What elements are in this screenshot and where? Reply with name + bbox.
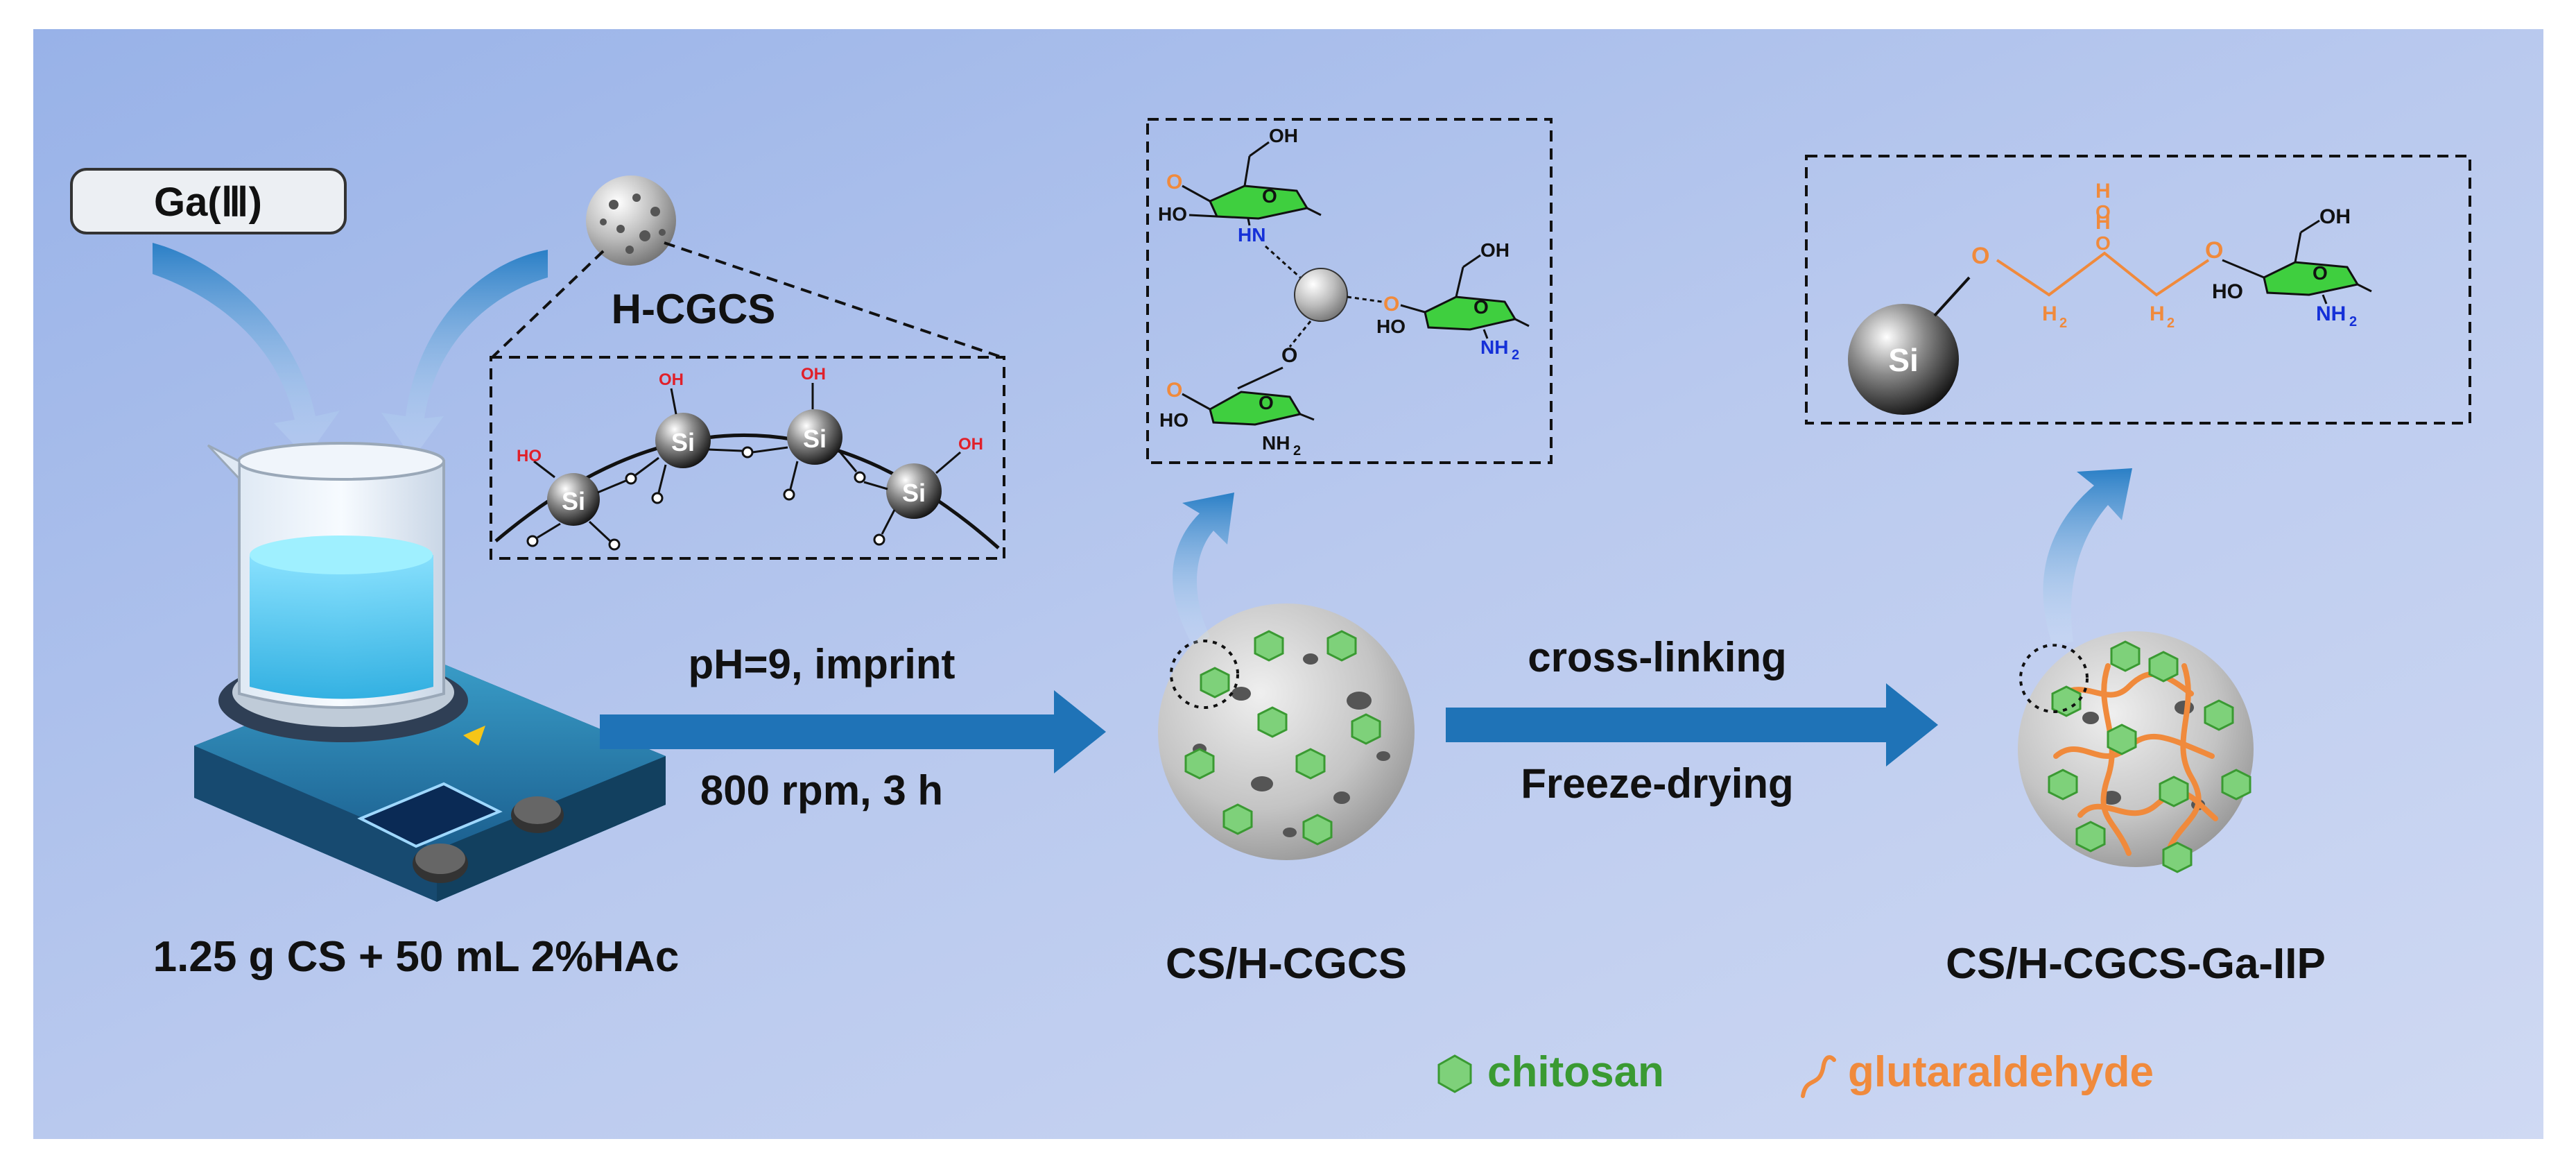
h-atom: H — [2095, 180, 2111, 203]
oh-group: OH — [801, 365, 826, 384]
oh-group: OH — [659, 370, 684, 389]
ring-oxygen: O — [1473, 296, 1489, 318]
ch2-group: H — [2150, 302, 2165, 325]
ga-label-box: Ga(Ⅲ) — [70, 168, 347, 234]
h-atom: H — [2095, 211, 2111, 234]
beaker-caption: 1.25 g CS + 50 mL 2%HAc — [153, 933, 680, 981]
step1-condition-2: 800 rpm, 3 h — [700, 767, 943, 814]
si-atom: Si — [902, 479, 926, 507]
ring-oxygen: O — [1259, 392, 1274, 413]
hydroxyl-oxygen: O — [2095, 201, 2111, 223]
subscript-2: 2 — [2349, 314, 2357, 329]
si-atom: Si — [562, 487, 585, 515]
step1-condition-1: pH=9, imprint — [688, 641, 955, 687]
cs-h-cgcs-sphere — [1158, 603, 1415, 860]
legend: chitosan glutaraldehyde — [1437, 1048, 2154, 1098]
nh2-group: NH — [1480, 336, 1508, 358]
ho-group: HO — [517, 447, 542, 465]
background-panel — [33, 29, 2543, 1139]
step2-arrow — [1446, 683, 1938, 767]
legend-chitosan: chitosan — [1487, 1048, 1664, 1096]
ga-label: Ga(Ⅲ) — [154, 180, 262, 225]
subscript-2: 2 — [1293, 443, 1301, 459]
h-cgcs-label: H-CGCS — [612, 286, 776, 332]
ether-oxygen: O — [1166, 171, 1182, 194]
legend-glutaraldehyde: glutaraldehyde — [1848, 1048, 2154, 1096]
ho-group: HO — [1376, 316, 1406, 337]
ether-oxygen: O — [1971, 243, 1989, 269]
product1-label: CS/H-CGCS — [1166, 940, 1407, 988]
hn-group: HN — [1238, 224, 1265, 246]
chitosan-binding-box: O OH O HO HN O O OH HO NH 2 O O O — [1146, 118, 1553, 464]
ether-oxygen: O — [1383, 293, 1399, 316]
hydroxyl-oxygen: O — [2095, 232, 2111, 254]
reagent-arrow — [153, 243, 340, 458]
product2-label: CS/H-CGCS-Ga-IIP — [1946, 940, 2326, 988]
subscript-2: 2 — [2059, 316, 2067, 331]
support-arrow — [381, 250, 548, 459]
chitosan-hexagon-icon — [1437, 1054, 1472, 1093]
ho-group: HO — [1158, 203, 1187, 225]
step1-arrow — [600, 690, 1106, 773]
nh2-group: NH — [2316, 302, 2346, 325]
oh-group: OH — [958, 435, 983, 454]
oh-group: OH — [2319, 205, 2351, 228]
ether-oxygen: O — [1166, 379, 1182, 402]
crosslink-box: Si O H 2 H 2 H O O H O O OH HO NH 2 — [1805, 155, 2471, 425]
oh-group: OH — [1269, 125, 1298, 146]
h-cgcs-sphere — [586, 175, 676, 266]
ho-group: HO — [2212, 280, 2243, 303]
oh-group: OH — [1480, 239, 1510, 261]
glutaraldehyde-curve-icon — [1801, 1055, 1836, 1098]
subscript-2: 2 — [2167, 316, 2175, 331]
si-atom: Si — [671, 428, 695, 456]
subscript-2: 2 — [1512, 348, 1519, 363]
zoom-arrow-1 — [1173, 493, 1234, 645]
nh2-group: NH — [1262, 432, 1290, 454]
step2-condition-1: cross-linking — [1528, 634, 1786, 680]
zoom-arrow-2 — [2043, 468, 2132, 645]
ring-oxygen: O — [1262, 185, 1277, 207]
ring-oxygen: O — [2313, 262, 2328, 284]
ch2-group: H — [2042, 302, 2057, 325]
ho-group: HO — [1159, 409, 1188, 431]
cs-h-cgcs-ga-iip-sphere — [2018, 631, 2254, 873]
si-atom: Si — [803, 425, 827, 453]
ether-oxygen: O — [1281, 344, 1297, 367]
beaker-stirrer — [194, 442, 666, 902]
silica-surface-box: Si Si Si Si HO OH OH OH — [490, 356, 1005, 560]
ether-oxygen: O — [2205, 237, 2223, 264]
step2-condition-2: Freeze-drying — [1521, 760, 1793, 807]
si-atom: Si — [1888, 342, 1918, 378]
